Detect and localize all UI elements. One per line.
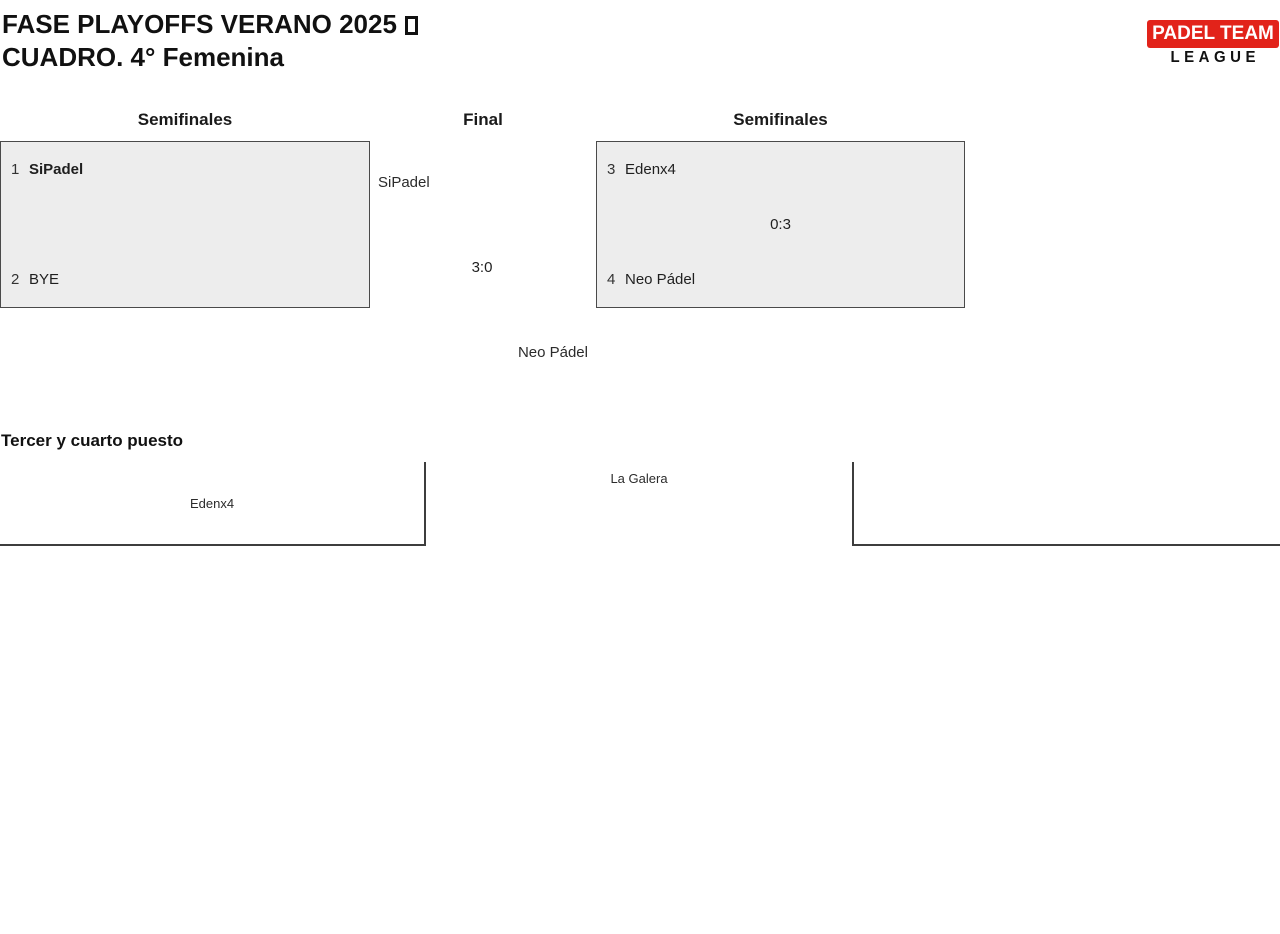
semifinal-left-score [1,197,369,252]
team-row-neo-padel: 4 Neo Pádel [597,252,964,307]
logo-league-text: LEAGUE [1170,48,1260,67]
third-place-heading: Tercer y cuarto puesto [1,431,184,450]
seed-number: 1 [11,161,20,178]
page-title-line1-text: FASE PLAYOFFS VERANO 2025 [2,9,397,39]
semifinal-right-score: 0:3 [770,216,791,233]
seed-number: 2 [11,271,20,288]
semifinal-left-match-box: 1 SiPadel 2 BYE [0,141,370,308]
final-side1-label: SiPadel [378,174,430,191]
team-row-sipadel: 1 SiPadel [1,142,369,197]
third-place-left-bracket: Edenx4 [0,462,426,546]
round-title-semifinals-left: Semifinales [137,110,233,129]
third-place-center-team: La Galera [610,471,668,486]
team-name-bye: BYE [29,271,60,288]
final-side2-label: Neo Pádel [517,344,588,361]
team-name-neo-padel: Neo Pádel [625,271,696,288]
round-title-final: Final [463,110,503,129]
third-place-right-bracket [852,462,1280,546]
semifinal-right-match-box: 3 Edenx4 0:3 4 Neo Pádel [596,141,965,308]
team-name-sipadel: SiPadel [29,161,84,178]
team-name-edenx4: Edenx4 [625,161,676,178]
final-score: 3:0 [471,259,493,276]
page-title-line2: CUADRO. 4° Femenina [2,42,285,72]
logo-padel-team-badge: PADEL TEAM [1147,20,1279,48]
team-row-edenx4: 3 Edenx4 [597,142,964,197]
round-title-semifinals-right: Semifinales [733,110,828,129]
team-row-bye: 2 BYE [1,252,369,307]
page-title: FASE PLAYOFFS VERANO 2025 CUADRO. 4° Fem… [2,8,418,74]
missing-glyph-icon [404,16,418,35]
seed-number: 4 [607,271,616,288]
seed-number: 3 [607,161,616,178]
padel-team-league-logo: PADEL TEAM LEAGUE [1147,20,1279,66]
third-place-left-team: Edenx4 [189,495,235,511]
page-title-line1: FASE PLAYOFFS VERANO 2025 [2,8,418,41]
